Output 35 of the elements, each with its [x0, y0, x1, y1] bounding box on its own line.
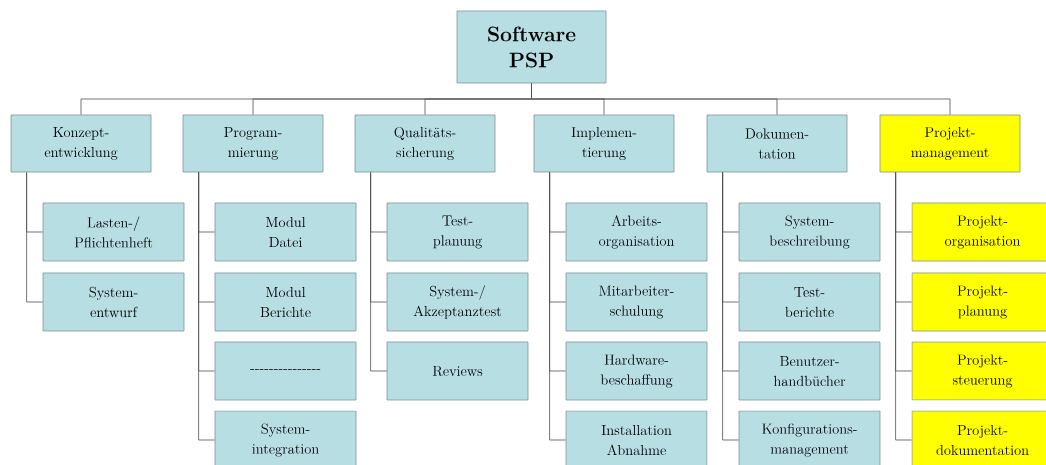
wbs-box: Projekt- organisation — [911, 202, 1046, 262]
wbs-box: Installation Abnahme — [565, 410, 708, 465]
wbs-box: Modul Berichte — [214, 272, 357, 332]
wbs-box: Projekt- management — [879, 114, 1021, 173]
connector-line — [531, 83, 951, 115]
wbs-box: Qualitäts- sicherung — [354, 114, 496, 173]
wbs-box: Modul Datei — [214, 202, 357, 262]
wbs-box: Projekt- planung — [911, 272, 1046, 332]
connector-line — [722, 172, 739, 441]
wbs-box: Projekt- steuerung — [911, 341, 1046, 401]
connector-line — [895, 172, 912, 441]
wbs-box: System- integration — [214, 410, 357, 465]
wbs-box: System- beschreibung — [738, 202, 881, 262]
wbs-box: Program- mierung — [182, 114, 324, 173]
wbs-box: Arbeits- organisation — [565, 202, 708, 262]
wbs-box: --------------- — [214, 341, 357, 401]
connector-line — [549, 172, 566, 441]
wbs-box: Dokumen- tation — [706, 114, 848, 173]
wbs-box: Projekt- dokumentation — [911, 410, 1046, 465]
wbs-box: Reviews — [386, 341, 529, 401]
connector-line — [26, 172, 43, 303]
wbs-box: Benutzer- handbücher — [738, 341, 881, 401]
wbs-box: Implemen- tierung — [533, 114, 675, 173]
wbs-box: Lasten-/ Pflichtenheft — [42, 202, 185, 262]
connector-line — [370, 172, 387, 372]
wbs-box: Konfigurations- management — [738, 410, 881, 465]
wbs-box: System- entwurf — [42, 272, 185, 332]
connector-line — [198, 172, 215, 441]
wbs-box: Konzept- entwicklung — [10, 114, 152, 173]
wbs-box: Test- planung — [386, 202, 529, 262]
wbs-box: Mitarbeiter- schulung — [565, 272, 708, 332]
wbs-box: System-/ Akzeptanztest — [386, 272, 529, 332]
wbs-box: Software PSP — [456, 10, 607, 84]
wbs-box: Hardware- beschaffung — [565, 341, 708, 401]
wbs-box: Test- berichte — [738, 272, 881, 332]
